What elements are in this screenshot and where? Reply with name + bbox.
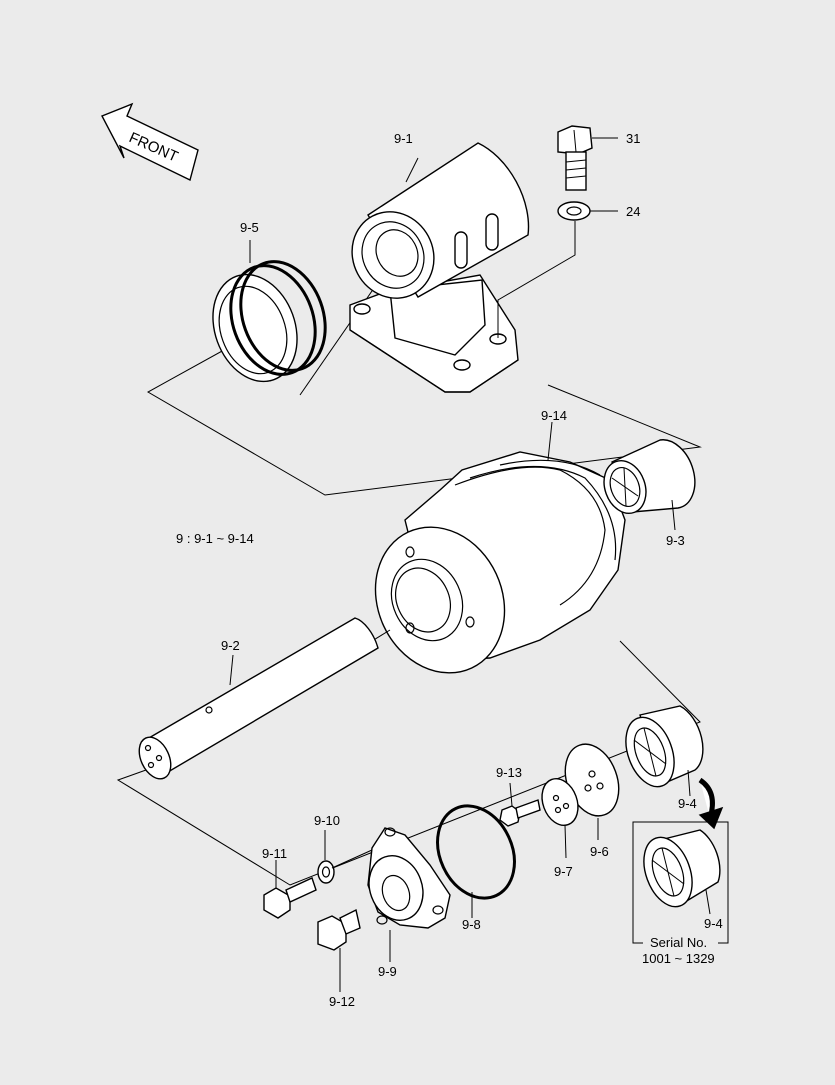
seal-9-5 (212, 240, 327, 383)
cover-9-9 (367, 827, 451, 962)
label-9-4-lower: 9-4 (704, 916, 723, 931)
assembly-note: 9 : 9-1 ~ 9-14 (176, 531, 254, 546)
o-ring-9-8 (436, 804, 516, 918)
bolt-9-11 (263, 860, 317, 919)
label-9-14: 9-14 (541, 408, 567, 423)
label-31: 31 (626, 131, 640, 146)
shaft-9-2 (138, 617, 379, 780)
bracket-housing-9-1 (349, 142, 530, 393)
bushing-9-3 (603, 439, 696, 531)
label-9-8: 9-8 (462, 917, 481, 932)
front-arrow-icon: FRONT (101, 102, 199, 182)
bolt-9-13 (499, 782, 541, 827)
washer-9-10 (317, 830, 373, 884)
label-24: 24 (626, 204, 640, 219)
label-9-6: 9-6 (590, 844, 609, 859)
serial-range: 1001 ~ 1329 (642, 951, 715, 966)
label-9-2: 9-2 (221, 638, 240, 653)
plate-9-7 (541, 778, 579, 859)
washer-24 (497, 201, 618, 338)
bolt-31 (557, 125, 618, 191)
label-9-13: 9-13 (496, 765, 522, 780)
label-9-4-upper: 9-4 (678, 796, 697, 811)
plug-9-12 (317, 908, 361, 992)
label-9-12: 9-12 (329, 994, 355, 1009)
label-9-9: 9-9 (378, 964, 397, 979)
serial-label: Serial No. (650, 935, 707, 950)
label-9-10: 9-10 (314, 813, 340, 828)
roller-body-9-14 (374, 421, 626, 674)
serial-box (632, 821, 729, 944)
label-9-1: 9-1 (394, 131, 413, 146)
label-9-7: 9-7 (554, 864, 573, 879)
label-9-3: 9-3 (666, 533, 685, 548)
label-9-5: 9-5 (240, 220, 259, 235)
bushing-9-4-upper (625, 705, 724, 830)
label-9-11: 9-11 (262, 846, 287, 861)
